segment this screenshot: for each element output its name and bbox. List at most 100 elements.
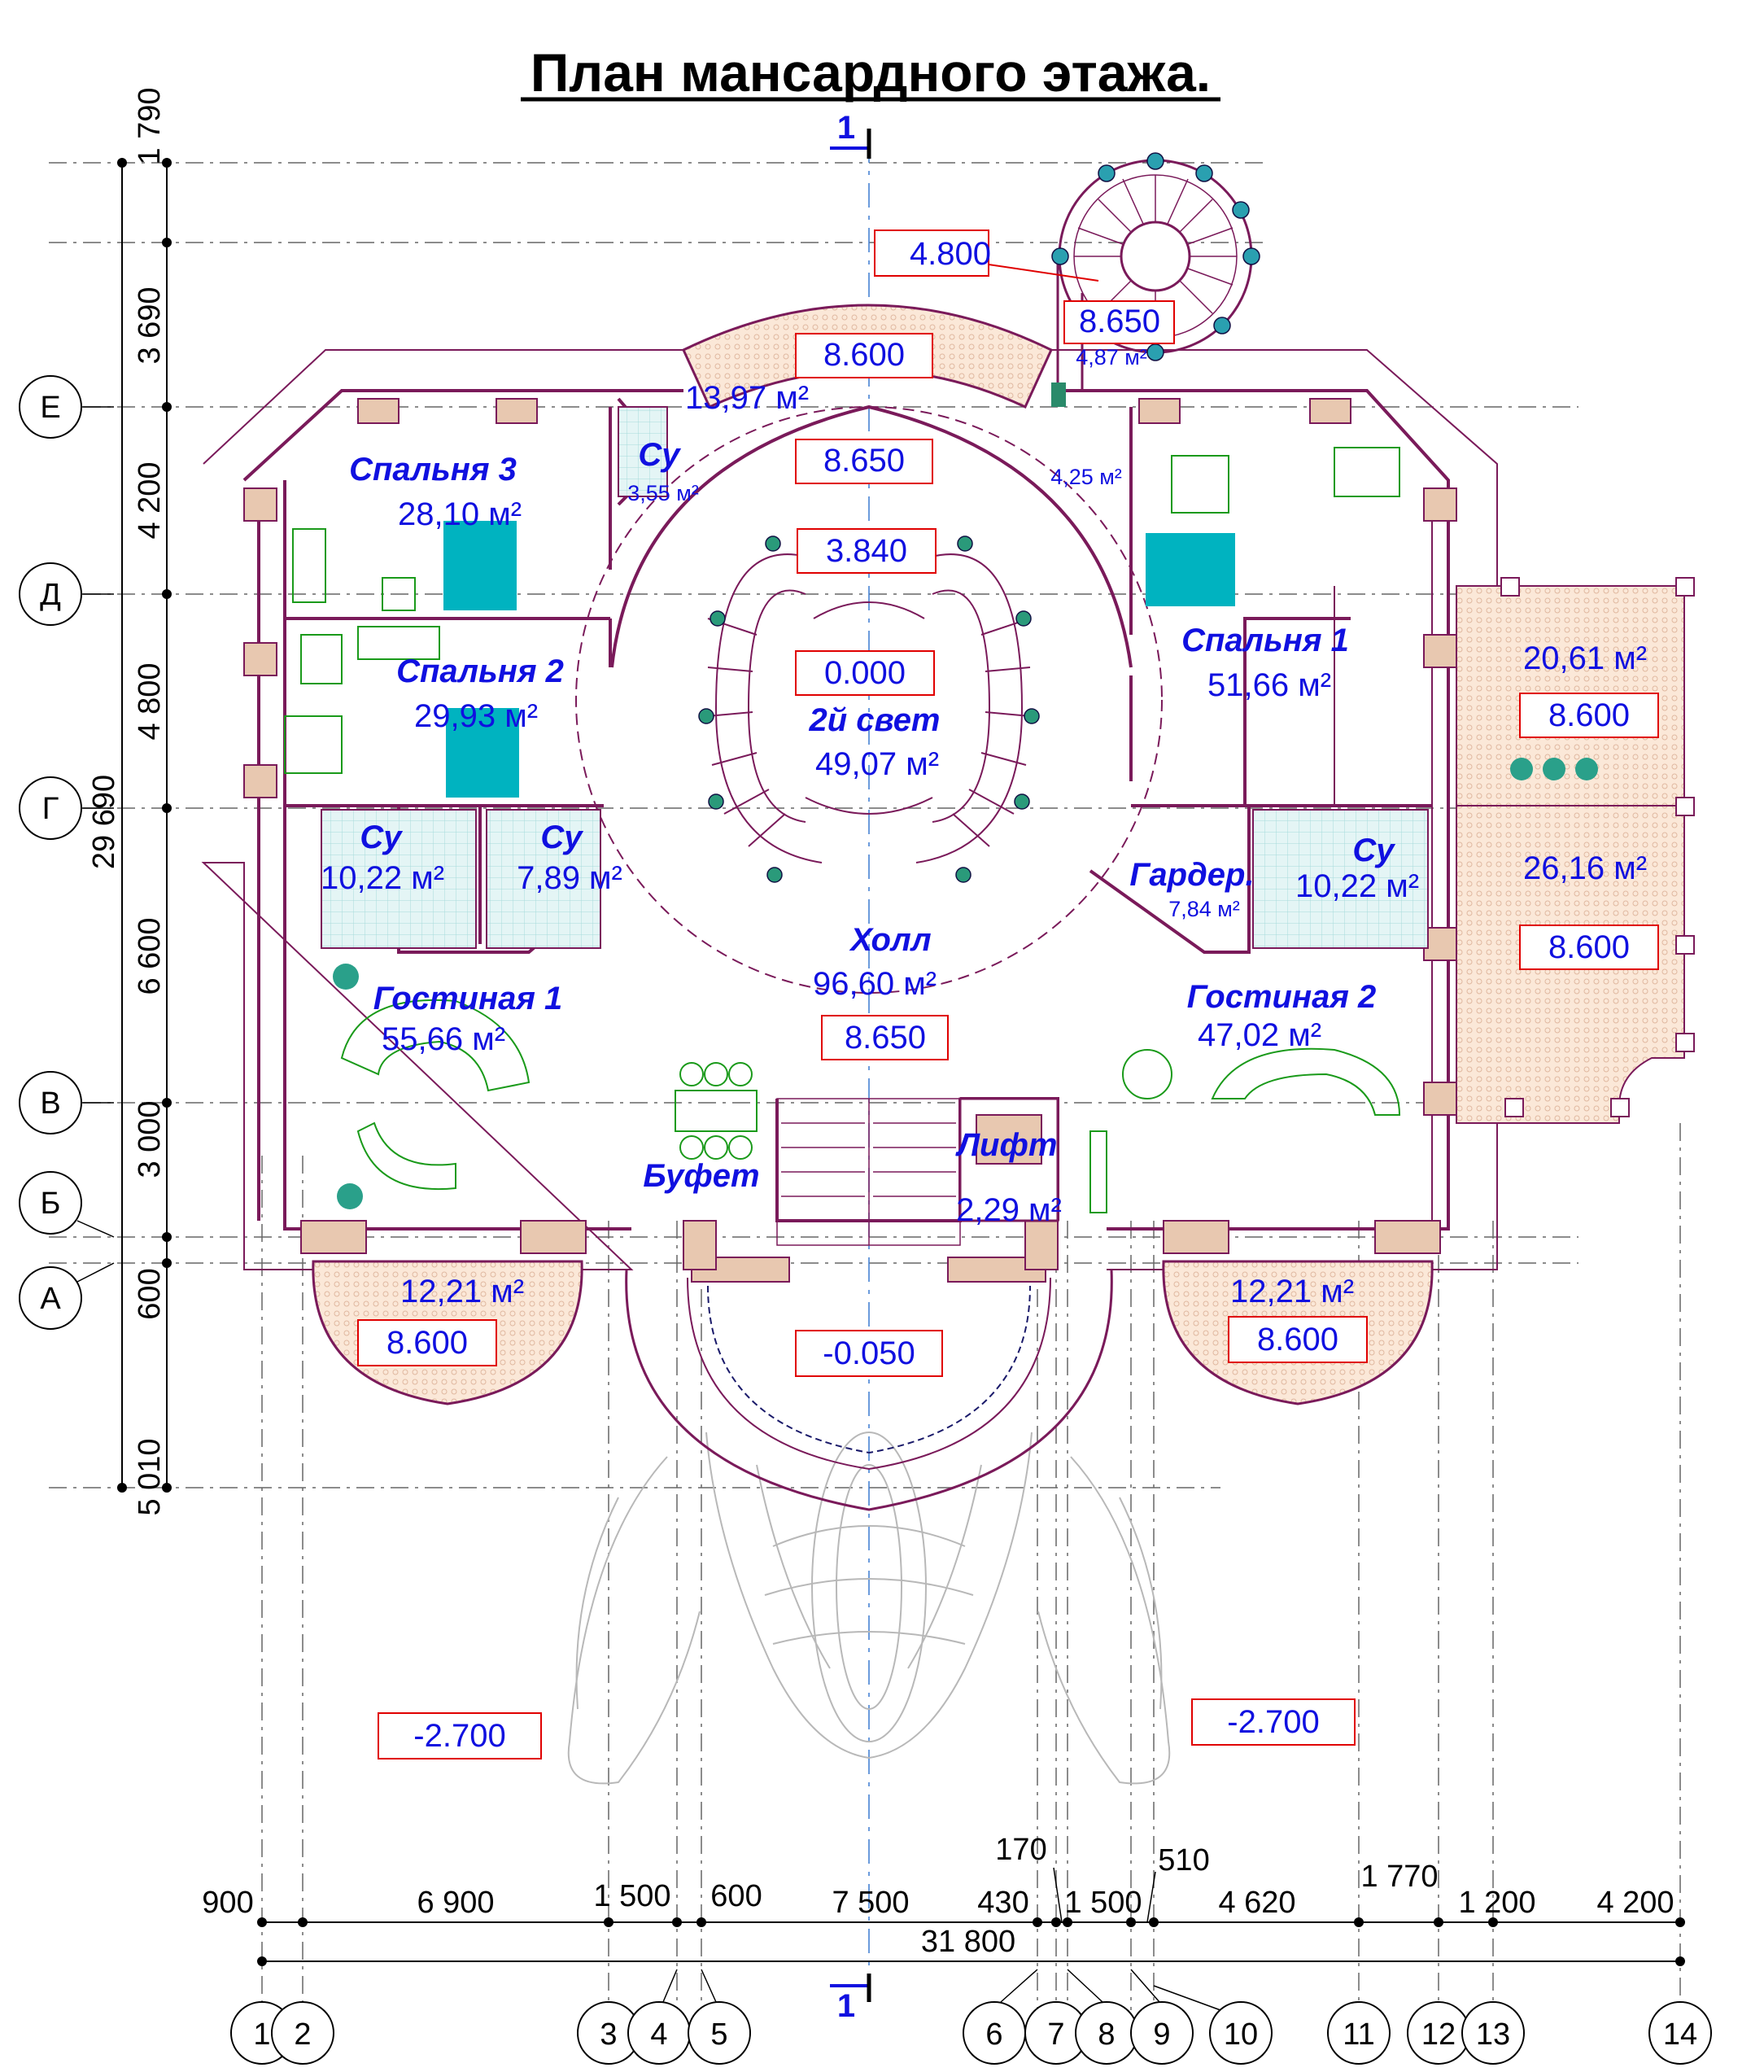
room-name: Гостиная 2 [1187,979,1377,1015]
beds [443,521,1235,798]
dimension: 7 500 [832,1886,909,1920]
dimension: 510 [1158,1843,1209,1877]
dimension: 1 500 [593,1879,670,1913]
dimension: 3 000 [133,1100,167,1178]
central-hall [575,404,1163,994]
area-label: 4,25 м² [1050,465,1122,489]
level-mark: 0.000 [824,655,906,691]
room-area: 51,66 м² [1207,667,1331,703]
level-mark: 8.600 [1548,929,1630,965]
area-label: 12,21 м² [1230,1274,1354,1309]
room-labels: Спальня 3 28,10 м² Су 3,55 м² Спальня 2 … [321,437,1419,1228]
axis-label: 8 [1098,2017,1115,2052]
level-mark: 8.650 [845,1020,926,1056]
area-label: 20,61 м² [1523,640,1647,676]
section-mark-bottom: 1 [837,1988,855,2024]
section-marks: 1 1 [830,110,871,2024]
room-area: 3,55 м² [627,481,699,505]
axis-label: 3 [600,2017,617,2052]
level-mark: 8.600 [1548,697,1630,733]
dimension: 1 200 [1458,1886,1535,1920]
level-mark: 4.800 [910,236,991,272]
room-name: Спальня 3 [349,452,517,487]
room-name: 2й свет [808,702,940,738]
axis-label: 9 [1153,2017,1170,2052]
room-area: 29,93 м² [414,698,538,734]
lift-shaft [958,1097,1059,1222]
level-mark: -2.700 [413,1718,505,1754]
room-area: 28,10 м² [398,496,522,532]
dimension: 3 690 [133,286,167,364]
dimension: 29 690 [87,775,121,869]
area-label: 12,21 м² [400,1274,524,1309]
room-name: Су [1352,833,1395,868]
row-axes: Е Д Г В Б А [19,375,115,1330]
dimension: 1 500 [1064,1886,1142,1920]
room-area: 2,29 м² [956,1192,1062,1228]
dimension: 1 790 [133,87,167,164]
room-area: 10,22 м² [1295,868,1419,904]
page-title: План мансардного этажа. [531,42,1211,103]
dimension: 4 200 [1596,1886,1674,1920]
level-mark: -2.700 [1227,1704,1319,1740]
axis-label: 14 [1663,2017,1697,2052]
room-name: Су [540,820,583,855]
axis-label: А [40,1282,61,1316]
room-name: Гостиная 1 [373,981,563,1016]
left-dimension-labels: 1 790 3 690 4 200 4 800 29 690 6 600 3 0… [87,87,167,1515]
level-mark: 8.650 [823,443,905,479]
central-double-staircase [707,553,1031,863]
level-mark: 8.650 [1079,304,1160,339]
dimension: 1 770 [1360,1860,1438,1894]
axis-label: Б [41,1187,61,1221]
dimension: 600 [710,1879,762,1913]
room-name: Су [638,437,681,473]
dimension: 5 010 [133,1438,167,1515]
dimension: 900 [202,1886,253,1920]
dimension: 4 800 [133,662,167,740]
axis-label: 1 [253,2017,270,2052]
entrance-rotunda [625,1269,1113,1511]
axis-label: В [40,1086,60,1121]
axis-label: 2 [294,2017,311,2052]
room-name: Холл [849,922,931,958]
axis-label: 12 [1421,2017,1456,2052]
dimension: 4 620 [1218,1886,1295,1920]
room-area: 96,60 м² [813,966,937,1002]
terrace-areas: 13,97 м² 4,87 м² 4,25 м² 20,61 м² 26,16 … [400,345,1647,1309]
axis-label: Д [40,578,61,612]
level-mark: 8.600 [823,337,905,373]
room-name: Гардер. [1129,857,1254,893]
wall-piers [243,398,1457,1283]
bathroom-tiles [321,406,1429,949]
axis-label: Е [40,391,60,425]
area-label: 26,16 м² [1523,850,1647,886]
room-name: Су [360,820,403,855]
exterior-staircase-outline [567,1432,1171,1785]
level-marks: 4.800 8.650 8.600 8.650 3.840 0.000 8.60… [357,229,1659,1759]
axis-label: 7 [1047,2017,1064,2052]
dimension: 170 [995,1833,1046,1867]
axis-label: 11 [1343,2017,1374,2052]
dimension: 4 200 [133,461,167,539]
room-name: Спальня 2 [396,654,564,689]
left-dimension-chain [117,158,172,1493]
axis-label: 13 [1476,2017,1510,2052]
room-area: 10,22 м² [321,860,444,896]
section-mark-top: 1 [837,110,855,146]
axis-label: 6 [985,2017,1002,2052]
level-mark: 3.840 [826,533,907,569]
area-label: 13,97 м² [685,380,809,416]
axis-label: 10 [1224,2017,1258,2052]
axis-label: Г [42,792,59,826]
axis-grid [49,138,1681,2010]
room-name: Спальня 1 [1181,623,1349,658]
room-area: 49,07 м² [815,746,939,782]
room-area: 55,66 м² [382,1021,505,1057]
room-name: Буфет [643,1158,759,1194]
staircase-columns [698,535,1040,883]
dimension: 31 800 [921,1925,1015,1959]
column-axes: 1 2 3 4 5 6 7 8 9 10 11 12 13 14 [230,1969,1712,2065]
axis-label: 5 [710,2017,727,2052]
level-mark: 8.600 [1257,1322,1338,1357]
